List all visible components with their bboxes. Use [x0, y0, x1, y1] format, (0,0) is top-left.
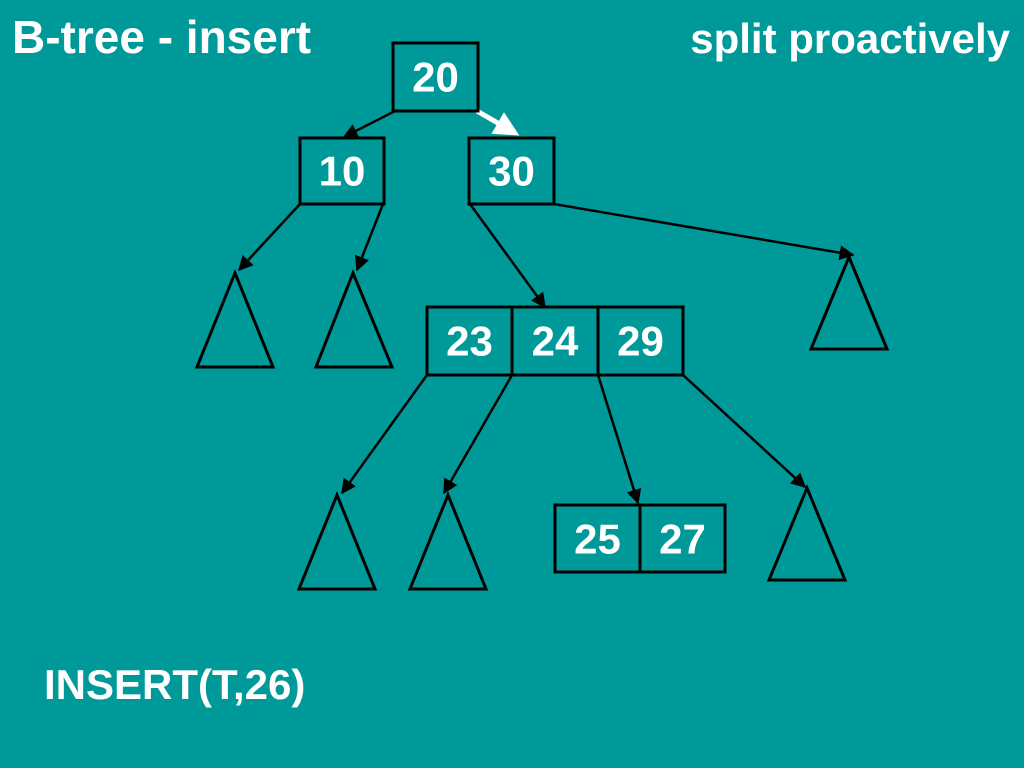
slide-subtitle: split proactively [690, 15, 1010, 62]
node-23-24-29: 23 24 29 [425, 305, 685, 377]
node-key: 30 [488, 148, 535, 195]
node-key: 23 [446, 318, 493, 365]
edge-29-to-subtree [682, 374, 807, 489]
tree-edges [237, 108, 855, 505]
node-key: 25 [574, 516, 621, 563]
node-cell [638, 503, 727, 574]
edge-10-to-subtree-2 [354, 203, 385, 272]
node-key: 29 [617, 318, 664, 365]
edge-root-to-10 [342, 109, 396, 139]
node-30: 30 [467, 136, 556, 206]
operation-label: INSERT(T,26) [44, 661, 306, 708]
subtree-triangle [808, 253, 890, 351]
subtree-triangle [194, 268, 276, 369]
edge-23-to-subtree [340, 374, 429, 495]
edge-30-to-node-23-24-29 [468, 203, 547, 309]
edge-24-29-to-node-25-27 [596, 374, 642, 505]
node-cell [467, 136, 556, 206]
edge-24-to-subtree [442, 374, 514, 495]
node-key: 20 [412, 54, 459, 101]
node-key: 27 [659, 516, 706, 563]
node-25-27: 25 27 [553, 503, 727, 574]
node-cell [391, 41, 480, 113]
node-cell [596, 305, 685, 377]
subtree-triangle [407, 490, 489, 591]
subtree-triangle [296, 490, 378, 591]
node-cell [298, 136, 386, 206]
edge-30-to-subtree-right [553, 202, 855, 261]
edge-10-to-subtree-1 [237, 203, 301, 272]
node-root: 20 [391, 41, 480, 113]
subtree-triangle [766, 484, 848, 582]
subtrees [194, 253, 890, 591]
subtree-triangle [313, 268, 395, 369]
slide-title: B-tree - insert [12, 11, 312, 63]
node-key: 24 [532, 318, 579, 365]
edge-root-to-30-current-path [475, 108, 520, 136]
node-10: 10 [298, 136, 386, 206]
node-key: 10 [319, 148, 366, 195]
